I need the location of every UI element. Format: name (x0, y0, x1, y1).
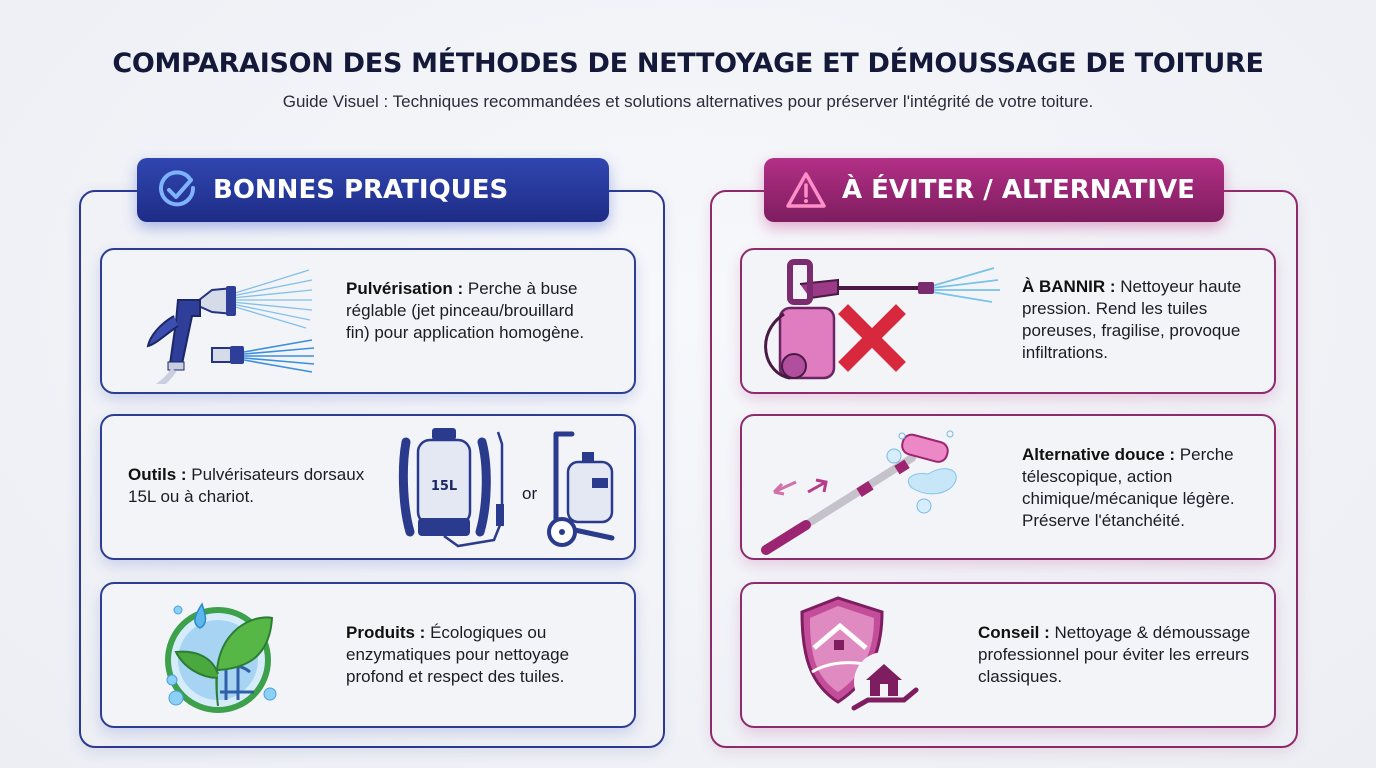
card-text: Conseil : Nettoyage & démoussage profess… (978, 623, 1251, 686)
pressure-washer-crossed-icon (764, 259, 1000, 380)
card-text: Produits : Écologiques ou enzymatiques p… (346, 623, 570, 686)
shield-house-icon (800, 596, 919, 712)
card-text: Alternative douce : Perche télescopique,… (1022, 445, 1235, 530)
avoid-title: À ÉVITER / ALTERNATIVE (842, 175, 1195, 205)
card-text: Outils : Pulvérisateurs dorsaux 15L ou à… (128, 465, 365, 506)
good-practices-heading: BONNES PRATIQUES (137, 158, 609, 222)
eco-leaf-globe-icon (165, 602, 277, 713)
good-practices-title: BONNES PRATIQUES (213, 175, 509, 205)
warning-triangle-icon (786, 172, 826, 208)
or-label: or (522, 484, 538, 503)
check-circle-icon (159, 170, 196, 207)
telescopic-brush-icon (761, 430, 957, 555)
trolley-sprayer-icon (547, 431, 615, 547)
card-alternative-douce: Alternative douce : Perche télescopique,… (740, 414, 1276, 560)
backpack-sprayer-icon: 15L (398, 428, 504, 548)
spray-nozzle-icon (146, 269, 315, 384)
card-a-bannir: À BANNIR : Nettoyeur haute pression. Ren… (740, 248, 1276, 394)
sprayer-capacity-label: 15L (431, 479, 457, 494)
card-pulverisation: Pulvérisation : Perche à buse réglable (… (100, 248, 636, 394)
card-text: Pulvérisation : Perche à buse réglable (… (346, 279, 585, 342)
card-conseil: Conseil : Nettoyage & démoussage profess… (740, 582, 1276, 728)
avoid-heading: À ÉVITER / ALTERNATIVE (764, 158, 1224, 222)
card-text: À BANNIR : Nettoyeur haute pression. Ren… (1022, 277, 1242, 362)
page-title: COMPARAISON DES MÉTHODES DE NETTOYAGE ET… (112, 48, 1264, 79)
card-outils: Outils : Pulvérisateurs dorsaux 15L ou à… (100, 414, 636, 560)
page-subtitle: Guide Visuel : Techniques recommandées e… (282, 92, 1094, 111)
card-produits: Produits : Écologiques ou enzymatiques p… (100, 582, 636, 728)
